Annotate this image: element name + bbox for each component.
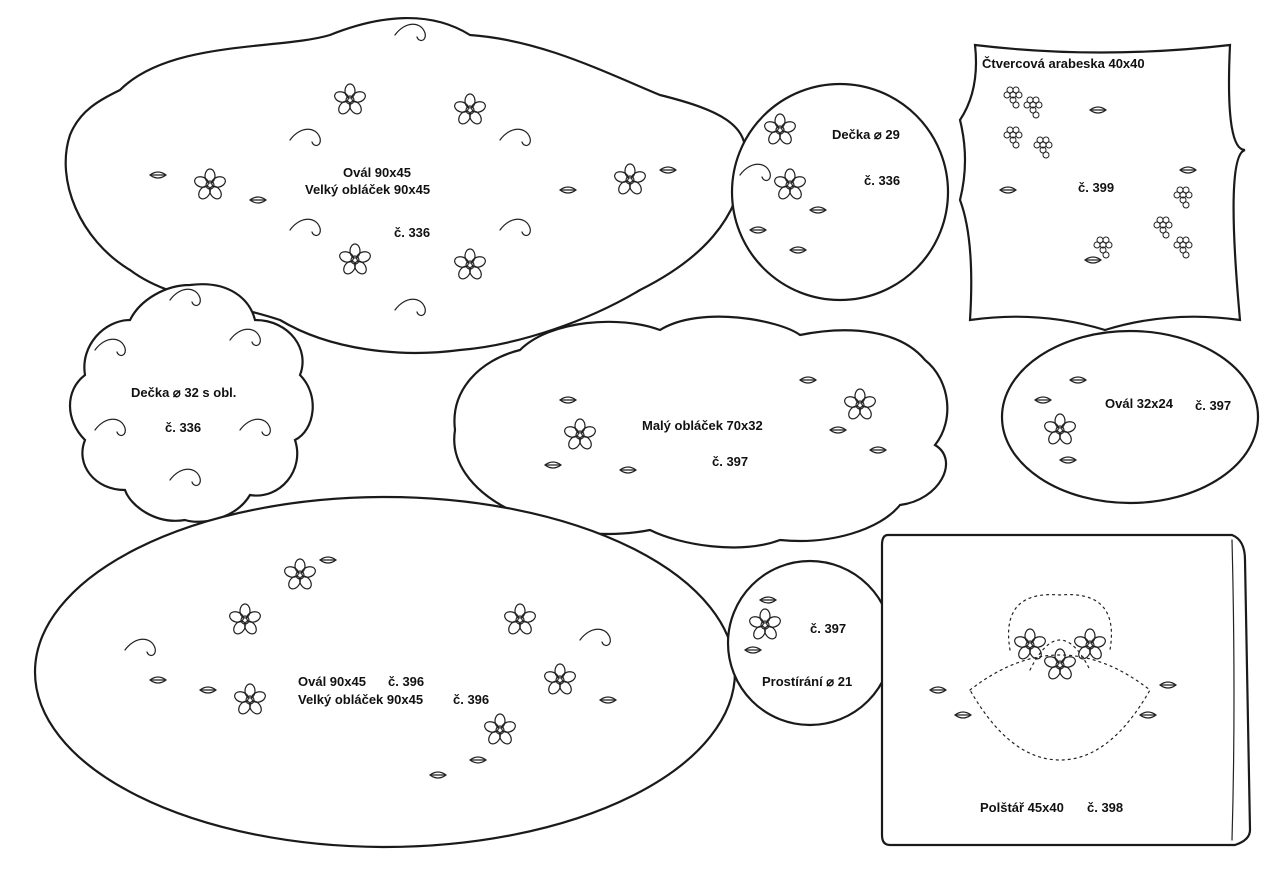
placemat-number: č. 397 — [810, 621, 847, 636]
big-oval-cloud-number: č. 336 — [394, 225, 431, 240]
scalloped-doily-32-number: č. 336 — [165, 420, 202, 435]
round-doily-29-name: Dečka ⌀ 29 — [832, 127, 900, 142]
placemat-outline — [726, 559, 894, 727]
round-doily-29-outline — [730, 82, 950, 302]
square-arabesque-name: Čtvercová arabeska 40x40 — [982, 56, 1145, 71]
bottom-oval-line2-name: Velký obláček 90x45 — [298, 692, 424, 707]
small-oval-name: Ovál 32x24 — [1105, 396, 1173, 411]
scalloped-doily-32-outline — [68, 283, 314, 523]
small-cloud-number: č. 397 — [712, 454, 749, 469]
pillow-outline — [880, 533, 1252, 847]
bottom-oval-outline — [33, 495, 737, 849]
small-oval-outline — [1000, 329, 1260, 505]
placemat-name: Prostírání ⌀ 21 — [762, 674, 853, 689]
small-cloud-outline — [453, 315, 949, 549]
pillow-number: č. 398 — [1087, 800, 1124, 815]
bottom-oval-line1-number: č. 396 — [388, 674, 425, 689]
bottom-oval-line2-number: č. 396 — [453, 692, 490, 707]
scalloped-doily-32-name: Dečka ⌀ 32 s obl. — [131, 385, 237, 400]
small-cloud-name: Malý obláček 70x32 — [642, 418, 763, 433]
big-oval-cloud-line1: Ovál 90x45 — [343, 165, 411, 180]
big-oval-cloud-line2: Velký obláček 90x45 — [305, 182, 431, 197]
square-arabesque-number: č. 399 — [1078, 180, 1115, 195]
square-arabesque-outline — [958, 43, 1246, 332]
big-oval-cloud-outline — [64, 16, 747, 354]
small-oval-number: č. 397 — [1195, 398, 1232, 413]
dotted-basket-icon — [929, 594, 1177, 761]
bottom-oval-line1-name: Ovál 90x45 — [298, 674, 366, 689]
pillow-name: Polštář 45x40 — [980, 800, 1064, 815]
round-doily-29-number: č. 336 — [864, 173, 901, 188]
